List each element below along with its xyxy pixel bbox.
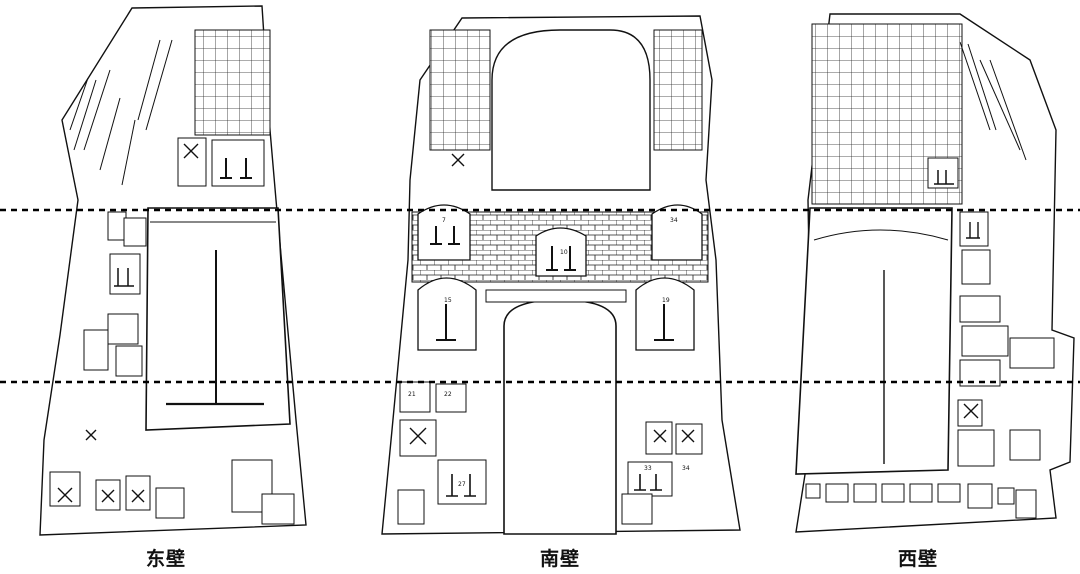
south-niche-band	[485, 289, 627, 303]
cross-mark-icon	[85, 429, 97, 441]
west-bottom-niches	[805, 483, 1037, 519]
cross-mark-icon	[131, 489, 145, 503]
cave-wall-diagram: 7 34 10 15 19 21 22 27	[0, 5, 1080, 536]
south-wall-panel: 7 34 10 15 19 21 22 27	[381, 15, 741, 535]
cross-mark-icon	[681, 429, 695, 443]
east-upper-niches	[177, 137, 265, 187]
statue-icon	[446, 474, 476, 497]
west-main-chamber	[795, 207, 953, 475]
west-wall-panel	[795, 13, 1075, 533]
statue-icon	[634, 474, 662, 491]
niche-number: 7	[442, 217, 446, 224]
statue-icon	[220, 158, 252, 179]
west-right-niches	[957, 211, 1055, 467]
niche-number: 34	[682, 465, 690, 472]
cross-mark-icon	[653, 429, 667, 443]
statue-icon	[436, 304, 456, 341]
south-central-doorway	[503, 299, 617, 535]
niche-number: 10	[560, 249, 568, 256]
niche	[927, 157, 959, 189]
south-lower-niches	[397, 381, 703, 525]
cross-mark-icon	[963, 403, 979, 419]
west-wall-caption: 西壁	[897, 548, 938, 570]
east-wall-rock-lines	[69, 39, 173, 186]
niche	[211, 139, 265, 187]
horizontal-guide-lines	[0, 208, 1080, 384]
statue-icon	[934, 170, 954, 185]
niche	[177, 137, 207, 187]
west-wall-rock-lines	[959, 41, 1027, 161]
south-wall-caption: 南壁	[539, 548, 580, 570]
cross-mark-icon	[183, 143, 199, 159]
niche-number: 21	[408, 391, 416, 398]
east-left-niches	[83, 211, 147, 377]
statue-icon	[114, 268, 134, 287]
east-tile-field	[194, 29, 271, 136]
cross-mark-icon	[409, 427, 427, 445]
east-lower-niches	[49, 459, 295, 525]
statue-icon	[654, 304, 674, 341]
niche-number: 34	[670, 217, 678, 224]
statue-icon	[966, 222, 980, 239]
statue-icon	[430, 226, 460, 245]
east-wall-caption: 东壁	[145, 548, 186, 570]
cross-mark-icon	[451, 153, 465, 167]
east-wall-panel	[39, 5, 307, 536]
cross-mark-icon	[57, 487, 73, 503]
south-tile-left	[429, 29, 491, 151]
niche-number: 22	[444, 391, 452, 398]
south-upper-arch	[491, 29, 651, 191]
niche-number: 15	[444, 297, 452, 304]
niche-number: 27	[458, 481, 466, 488]
niche-number: 33	[644, 465, 652, 472]
statue-icon	[546, 246, 576, 271]
cross-mark-icon	[101, 489, 115, 503]
south-tile-right	[653, 29, 703, 151]
niche-number: 19	[662, 297, 670, 304]
east-main-chamber	[145, 207, 291, 431]
